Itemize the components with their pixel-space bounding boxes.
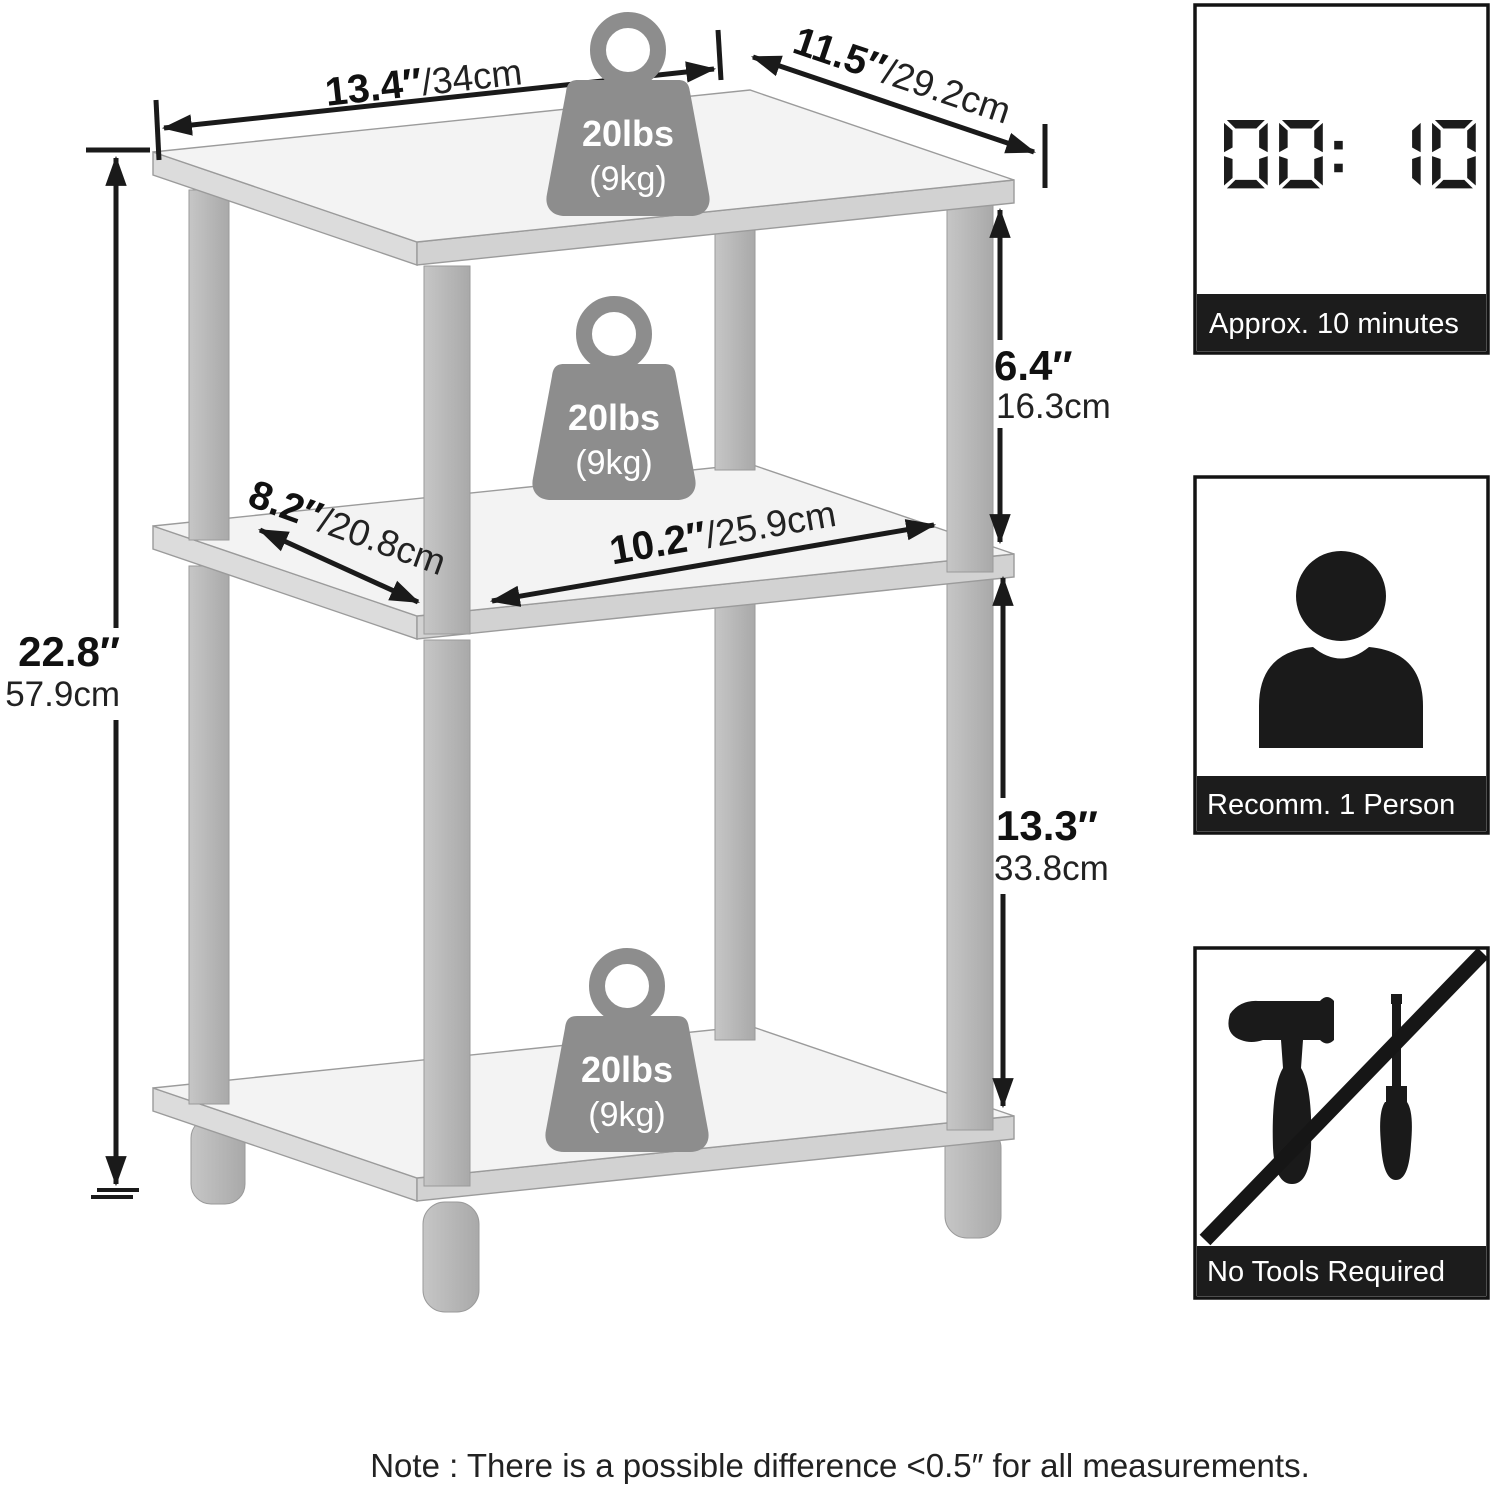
support-post bbox=[423, 639, 471, 1187]
weight-icon-handle bbox=[576, 296, 652, 372]
extension-tick bbox=[715, 29, 724, 81]
dim-lower-gap-inches: 13.3″ bbox=[996, 802, 1098, 849]
panel-label-bar bbox=[1197, 294, 1486, 351]
panel-tools: No Tools Required bbox=[1193, 946, 1490, 1300]
weight-capacity-badge-bottom: 20lbs (9kg) bbox=[545, 948, 709, 1152]
hammer-icon bbox=[1228, 997, 1334, 1184]
weight-capacity-lbs: 20lbs bbox=[568, 397, 660, 438]
person-icon bbox=[1259, 551, 1423, 748]
dim-upper-gap-cm: 16.3cm bbox=[996, 387, 1111, 426]
dim-total-height-inches: 22.8″ bbox=[18, 628, 120, 675]
dim-lower-gap-cm: 33.8cm bbox=[994, 849, 1109, 888]
measurement-note: Note : There is a possible difference <0… bbox=[370, 1447, 1310, 1484]
dim-top-width-label: 13.4″/34cm bbox=[323, 49, 524, 114]
support-post bbox=[946, 577, 994, 1131]
ground-reference-mark bbox=[91, 1188, 139, 1199]
clock-display bbox=[1224, 120, 1476, 189]
panel-label-bar bbox=[1197, 776, 1486, 831]
dim-lower-gap: 13.3″ 33.8cm bbox=[992, 575, 1109, 1109]
dimension-arrow bbox=[750, 54, 1037, 155]
weight-capacity-kg: (9kg) bbox=[575, 444, 652, 482]
weight-icon-body bbox=[532, 364, 696, 500]
panel-persons: Recomm. 1 Person bbox=[1193, 475, 1490, 835]
panel-assembly-time: Approx. 10 minutes bbox=[1193, 3, 1490, 355]
weight-capacity-lbs: 20lbs bbox=[581, 1049, 673, 1090]
weight-capacity-kg: (9kg) bbox=[589, 160, 666, 198]
dimension-arrow bbox=[489, 519, 937, 607]
table-leg bbox=[422, 1201, 480, 1313]
weight-capacity-kg: (9kg) bbox=[588, 1096, 665, 1134]
weight-icon-body bbox=[545, 1016, 709, 1152]
panel-assembly-time-label: Approx. 10 minutes bbox=[1209, 308, 1459, 340]
panel-tools-label: No Tools Required bbox=[1207, 1256, 1445, 1288]
support-post bbox=[423, 265, 471, 635]
dim-upper-gap-inches: 6.4″ bbox=[994, 342, 1073, 389]
weight-icon-handle bbox=[589, 948, 665, 1024]
dimension-arrow bbox=[258, 527, 420, 605]
weight-icon-handle bbox=[590, 12, 666, 88]
dim-total-height-cm: 57.9cm bbox=[5, 675, 120, 714]
support-post bbox=[188, 565, 230, 1105]
dim-upper-gap: 6.4″ 16.3cm bbox=[989, 207, 1111, 545]
support-post bbox=[188, 189, 230, 541]
weight-capacity-badge-top: 20lbs (9kg) bbox=[546, 12, 710, 216]
dim-total-height: 22.8″ 57.9cm bbox=[5, 147, 150, 1199]
weight-capacity-lbs: 20lbs bbox=[582, 113, 674, 154]
extension-tick bbox=[153, 99, 162, 161]
panel-label-bar bbox=[1197, 1246, 1486, 1296]
panel-persons-label: Recomm. 1 Person bbox=[1207, 789, 1455, 821]
prohibition-slash bbox=[1199, 947, 1489, 1246]
weight-icon-body bbox=[546, 80, 710, 216]
weight-capacity-badge-middle: 20lbs (9kg) bbox=[532, 296, 696, 500]
support-post bbox=[946, 203, 994, 573]
panel-frame bbox=[1193, 475, 1490, 835]
